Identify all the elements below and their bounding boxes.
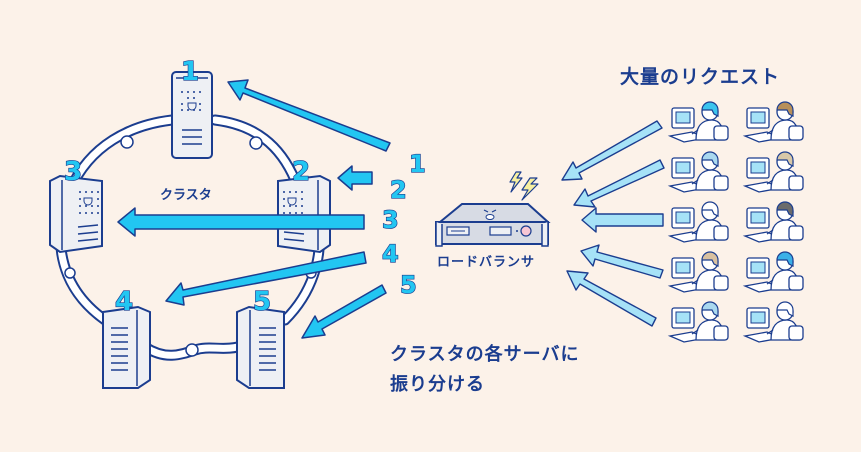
user-hair: [701, 151, 719, 167]
cluster-label: クラスタ: [160, 188, 212, 203]
route-number-3: 3: [382, 206, 399, 234]
user-at-computer: [742, 251, 804, 293]
arrow-to-server-4: [165, 251, 367, 306]
user-hair: [701, 301, 719, 317]
arrow-to-server-1: [227, 79, 391, 152]
server-number-2: 2: [292, 157, 310, 187]
server-number-3: 3: [64, 157, 82, 187]
request-arrows: [561, 120, 665, 327]
request-arrow-1: [561, 120, 663, 181]
request-arrow-4: [580, 244, 664, 279]
user-at-computer: [742, 301, 804, 343]
users-grid: [667, 101, 804, 343]
user-hair: [701, 101, 719, 117]
arrow-to-server-5: [301, 284, 387, 339]
server-number-1: 1: [181, 57, 199, 87]
user-at-computer: [667, 301, 729, 343]
user-hair: [776, 101, 794, 117]
server-5: [236, 305, 285, 389]
spark-icon: [509, 171, 539, 201]
route-number-5: 5: [400, 271, 417, 299]
user-hair: [701, 251, 719, 267]
load-balancer-label: ロードバランサ: [437, 255, 536, 270]
server-1-vents: [181, 91, 201, 111]
user-at-computer: [742, 201, 804, 243]
requests-title: 大量のリクエスト: [620, 66, 781, 88]
user-at-computer: [667, 101, 729, 143]
server-2: [277, 174, 331, 254]
user-hair: [776, 151, 794, 167]
request-arrow-3: [581, 207, 664, 233]
server-1: [171, 71, 213, 159]
route-number-4: 4: [382, 240, 399, 268]
server-number-4: 4: [115, 287, 133, 317]
user-at-computer: [742, 151, 804, 193]
user-hair: [701, 201, 719, 217]
user-at-computer: [667, 201, 729, 243]
request-arrow-2: [573, 159, 665, 208]
load-balancer: [435, 203, 551, 247]
user-hair: [776, 201, 794, 217]
server-4: [102, 305, 151, 389]
load-balancer-knob: [520, 225, 532, 237]
server-3: [49, 174, 103, 254]
user-at-computer: [667, 251, 729, 293]
server-number-5: 5: [253, 287, 271, 317]
user-hair: [776, 251, 794, 267]
user-at-computer: [742, 101, 804, 143]
arrow-to-server-2: [337, 165, 373, 191]
caption: クラスタの各サーバに 振り分ける: [390, 340, 579, 400]
route-number-1: 1: [409, 150, 426, 178]
user-at-computer: [667, 151, 729, 193]
caption-line-1: クラスタの各サーバに: [390, 344, 580, 365]
arrow-to-server-3: [117, 207, 365, 237]
distribution-arrows: [117, 79, 391, 339]
user-hair: [776, 301, 794, 317]
caption-line-2: 振り分ける: [390, 374, 485, 395]
request-arrow-5: [566, 270, 657, 327]
route-number-2: 2: [390, 176, 407, 204]
